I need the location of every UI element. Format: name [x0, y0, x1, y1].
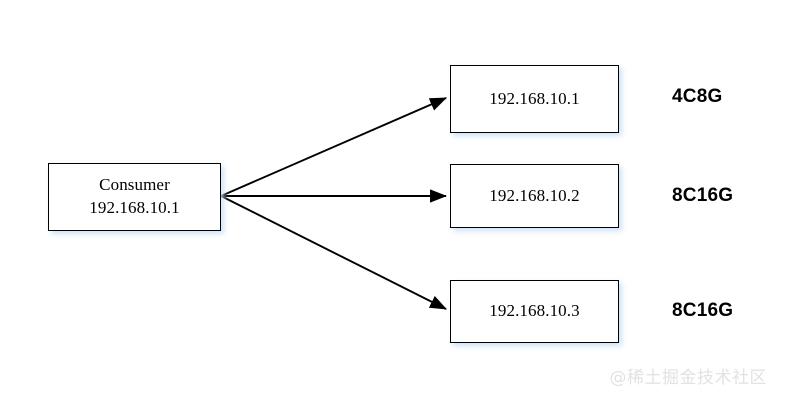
provider-node-0[interactable]: 192.168.10.1	[450, 65, 619, 133]
provider-node-address: 192.168.10.2	[489, 185, 580, 205]
provider-node-2[interactable]: 192.168.10.3	[450, 280, 619, 343]
provider-spec-label-2: 8C16G	[672, 300, 734, 321]
provider-node-1[interactable]: 192.168.10.2	[450, 164, 619, 228]
provider-node-address: 192.168.10.1	[489, 88, 580, 108]
connector-consumer-to-provider-0	[220, 97, 448, 197]
provider-spec-label-1: 8C16G	[672, 185, 734, 206]
connector-consumer-to-provider-2	[220, 195, 448, 310]
watermark: @稀土掘金技术社区	[609, 368, 767, 388]
consumer-node-address: 192.168.10.1	[89, 198, 180, 217]
consumer-node-title: Consumer	[99, 175, 170, 195]
provider-spec-label-0: 4C8G	[672, 86, 723, 107]
consumer-node[interactable]: Consumer 192.168.10.1	[48, 163, 221, 231]
provider-node-address: 192.168.10.3	[489, 301, 580, 321]
